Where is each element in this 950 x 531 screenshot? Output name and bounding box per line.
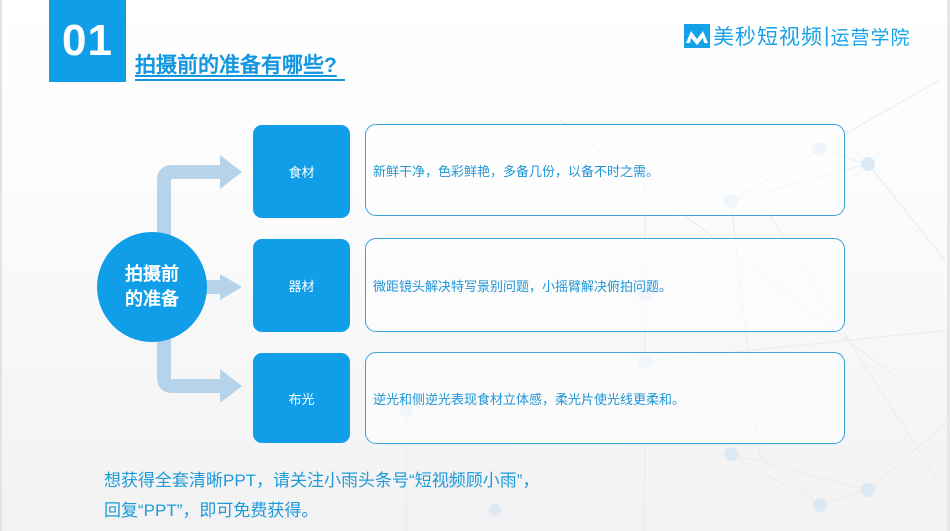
center-topic-line1: 拍摄前 [125,264,179,284]
footer-line2: 回复“PPT”，即可免费获得。 [104,501,319,520]
description-text: 新鲜干净，色彩鲜艳，多备几份，以备不时之需。 [373,163,660,179]
section-number-badge: 01 [49,0,126,82]
m-wave-logo-icon [684,24,710,48]
arrow-head-2 [220,274,242,300]
brand-logo: 美秒短视频 | 运营学院 [684,21,910,51]
slide-left-border [0,0,2,531]
page-title: 拍摄前的准备有哪些? [135,53,345,81]
footer-note: 想获得全套清晰PPT，请关注小雨头条号“短视频顾小雨”， 回复“PPT”，即可免… [104,466,539,526]
arrow-head-1 [220,155,242,189]
center-topic-line2: 的准备 [125,289,179,309]
description-text: 逆光和侧逆光表现食材立体感，柔光片使光线更柔和。 [373,391,686,407]
arrow-head-3 [220,369,242,403]
category-box-ingredients: 食材 [253,125,350,218]
brand-subtitle: 运营学院 [830,27,911,49]
category-box-equipment: 器材 [253,239,350,332]
description-text: 微距镜头解决特写景别问题，小摇臂解决俯拍问题。 [373,278,673,294]
category-box-lighting: 布光 [253,353,350,443]
footer-line1: 想获得全套清晰PPT，请关注小雨头条号“短视频顾小雨”， [104,471,540,490]
description-box-equipment: 微距镜头解决特写景别问题，小摇臂解决俯拍问题。 [365,238,845,332]
description-box-lighting: 逆光和侧逆光表现食材立体感，柔光片使光线更柔和。 [365,352,845,444]
brand-separator: | [824,24,830,47]
center-topic-circle: 拍摄前 的准备 [97,232,207,342]
brand-name: 美秒短视频 [713,26,823,49]
description-box-ingredients: 新鲜干净，色彩鲜艳，多备几份，以备不时之需。 [365,124,845,216]
